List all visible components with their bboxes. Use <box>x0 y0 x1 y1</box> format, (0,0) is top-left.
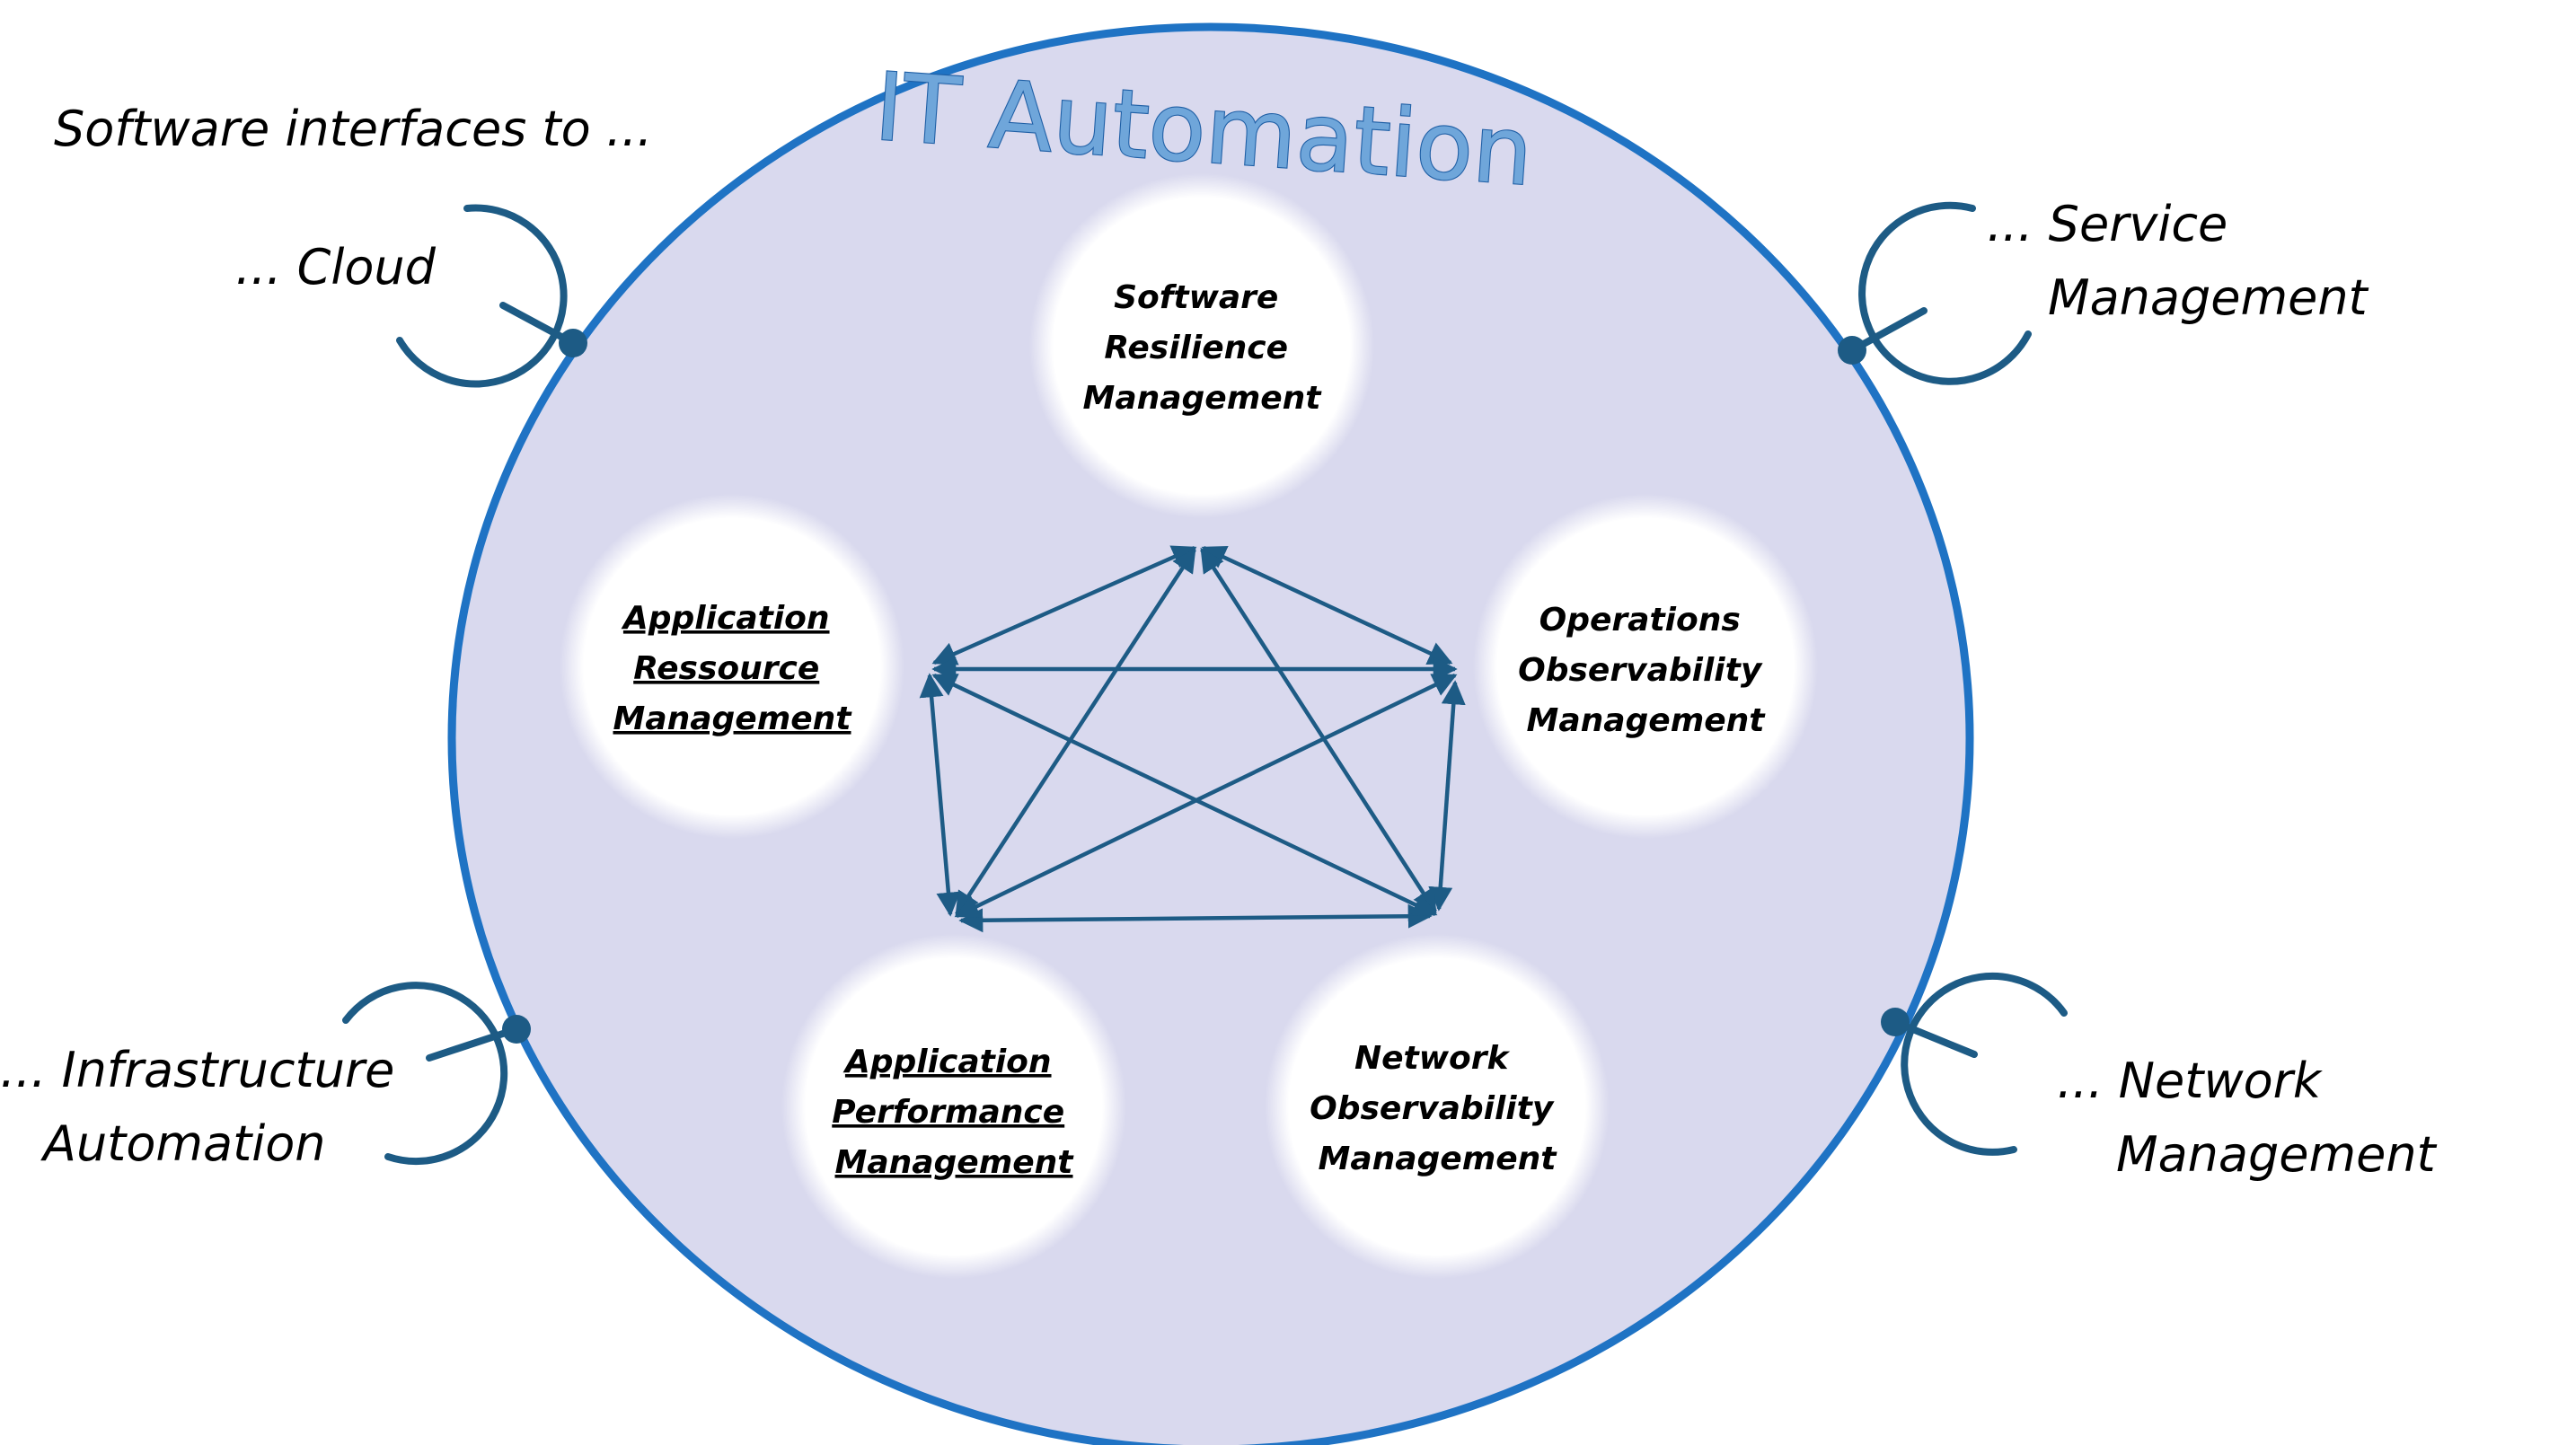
node-nom-label: Network Observability Management <box>1310 1040 1565 1177</box>
node-arm-label: Application Ressource Management <box>613 600 853 737</box>
service-interface-connector <box>1838 201 2032 385</box>
node-oom-label: Operations Observability Management <box>1518 602 1773 739</box>
node-operations-observability-management: Operations Observability Management <box>1473 494 1818 839</box>
infrastructure-interface-label: ... Infrastructure Automation <box>0 1042 410 1172</box>
node-apm-label: Application Performance Management <box>832 1044 1075 1181</box>
intro-caption: Software interfaces to ... <box>54 101 652 157</box>
arrow-oom-apm <box>954 673 1458 919</box>
infrastructure-interface-connector <box>342 982 531 1166</box>
cloud-interface-label: ... Cloud <box>235 239 437 295</box>
node-application-performance-management: Application Performance Management <box>781 934 1126 1279</box>
relationship-arrows <box>919 545 1466 933</box>
node-software-resilience-management: Software Resilience Management <box>1029 173 1374 518</box>
service-interface-label: ... Service Management <box>1987 196 2369 326</box>
node-application-ressource-management: Application Ressource Management <box>560 494 904 839</box>
cloud-interface-connector <box>396 204 587 388</box>
network-interface-connector <box>1881 972 2068 1156</box>
node-srm-label: Software Resilience Management <box>1083 279 1323 417</box>
network-interface-label: ... Network Management <box>2057 1053 2438 1183</box>
node-network-observability-management: Network Observability Management <box>1265 934 1610 1279</box>
